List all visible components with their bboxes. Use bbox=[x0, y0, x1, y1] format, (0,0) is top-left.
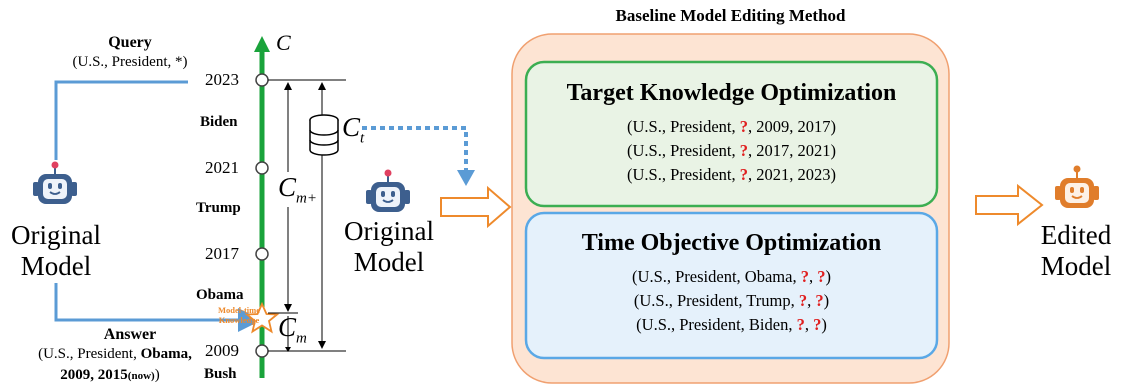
axis-label: C bbox=[276, 30, 291, 55]
name-bush: Bush bbox=[204, 366, 237, 382]
ct-dotted-arrow bbox=[362, 126, 468, 172]
query-title: Query bbox=[108, 34, 152, 51]
target-row-3: (U.S., President, ?, 2021, 2023) bbox=[627, 165, 836, 184]
cm-label: Cm bbox=[278, 312, 307, 347]
target-box bbox=[524, 60, 939, 208]
time-row-2: (U.S., President, Trump, ?, ?) bbox=[633, 291, 830, 310]
target-row-2: (U.S., President, ?, 2017, 2021) bbox=[627, 141, 836, 160]
year-2009: 2009 bbox=[205, 341, 239, 360]
timeline-arrowhead bbox=[254, 36, 270, 52]
name-obama: Obama bbox=[196, 287, 244, 303]
time-title: Time Objective Optimization bbox=[581, 230, 882, 256]
year-2021: 2021 bbox=[205, 158, 239, 177]
target-title: Target Knowledge Optimization bbox=[566, 80, 897, 106]
ct-label: Ct bbox=[342, 112, 365, 147]
year-marker-2023 bbox=[255, 73, 269, 87]
year-2017: 2017 bbox=[205, 244, 239, 263]
time-box bbox=[524, 211, 939, 360]
answer-connector bbox=[54, 283, 262, 332]
answer-title: Answer bbox=[103, 326, 157, 343]
time-row-1: (U.S., President, Obama, ?, ?) bbox=[632, 267, 831, 286]
robot-icon-left bbox=[33, 161, 77, 204]
year-marker-2017 bbox=[255, 247, 269, 261]
robot-icon-mid bbox=[366, 169, 410, 212]
year-marker-2009 bbox=[255, 344, 269, 358]
query-connector bbox=[54, 80, 188, 160]
query-tuple: (U.S., President, *) bbox=[72, 54, 188, 70]
name-trump: Trump bbox=[196, 200, 241, 216]
year-2023: 2023 bbox=[205, 70, 239, 89]
model-time-star bbox=[244, 301, 280, 334]
baseline-title: Baseline Model Editing Method bbox=[615, 6, 846, 25]
original-model-mid-label: Original Model bbox=[344, 216, 434, 277]
cm-plus-label: Cm+ bbox=[278, 172, 317, 208]
answer-line2: 2009, 2015(now)) bbox=[60, 367, 160, 383]
orange-arrow-1 bbox=[440, 185, 512, 229]
model-time-knowledge-label: Model-time Knowledge bbox=[217, 305, 260, 325]
answer-line1: (U.S., President, Obama, bbox=[38, 346, 192, 362]
year-marker-2021 bbox=[255, 161, 269, 175]
robot-icon-right bbox=[1055, 165, 1099, 208]
orange-arrow-2 bbox=[975, 183, 1044, 227]
time-row-3: (U.S., President, Biden, ?, ?) bbox=[636, 315, 827, 334]
original-model-left-label: Original Model bbox=[11, 220, 101, 281]
name-biden: Biden bbox=[200, 114, 238, 130]
edited-model-label: Edited Model bbox=[1040, 220, 1112, 281]
database-icon bbox=[309, 114, 339, 156]
target-row-1: (U.S., President, ?, 2009, 2017) bbox=[627, 117, 836, 136]
